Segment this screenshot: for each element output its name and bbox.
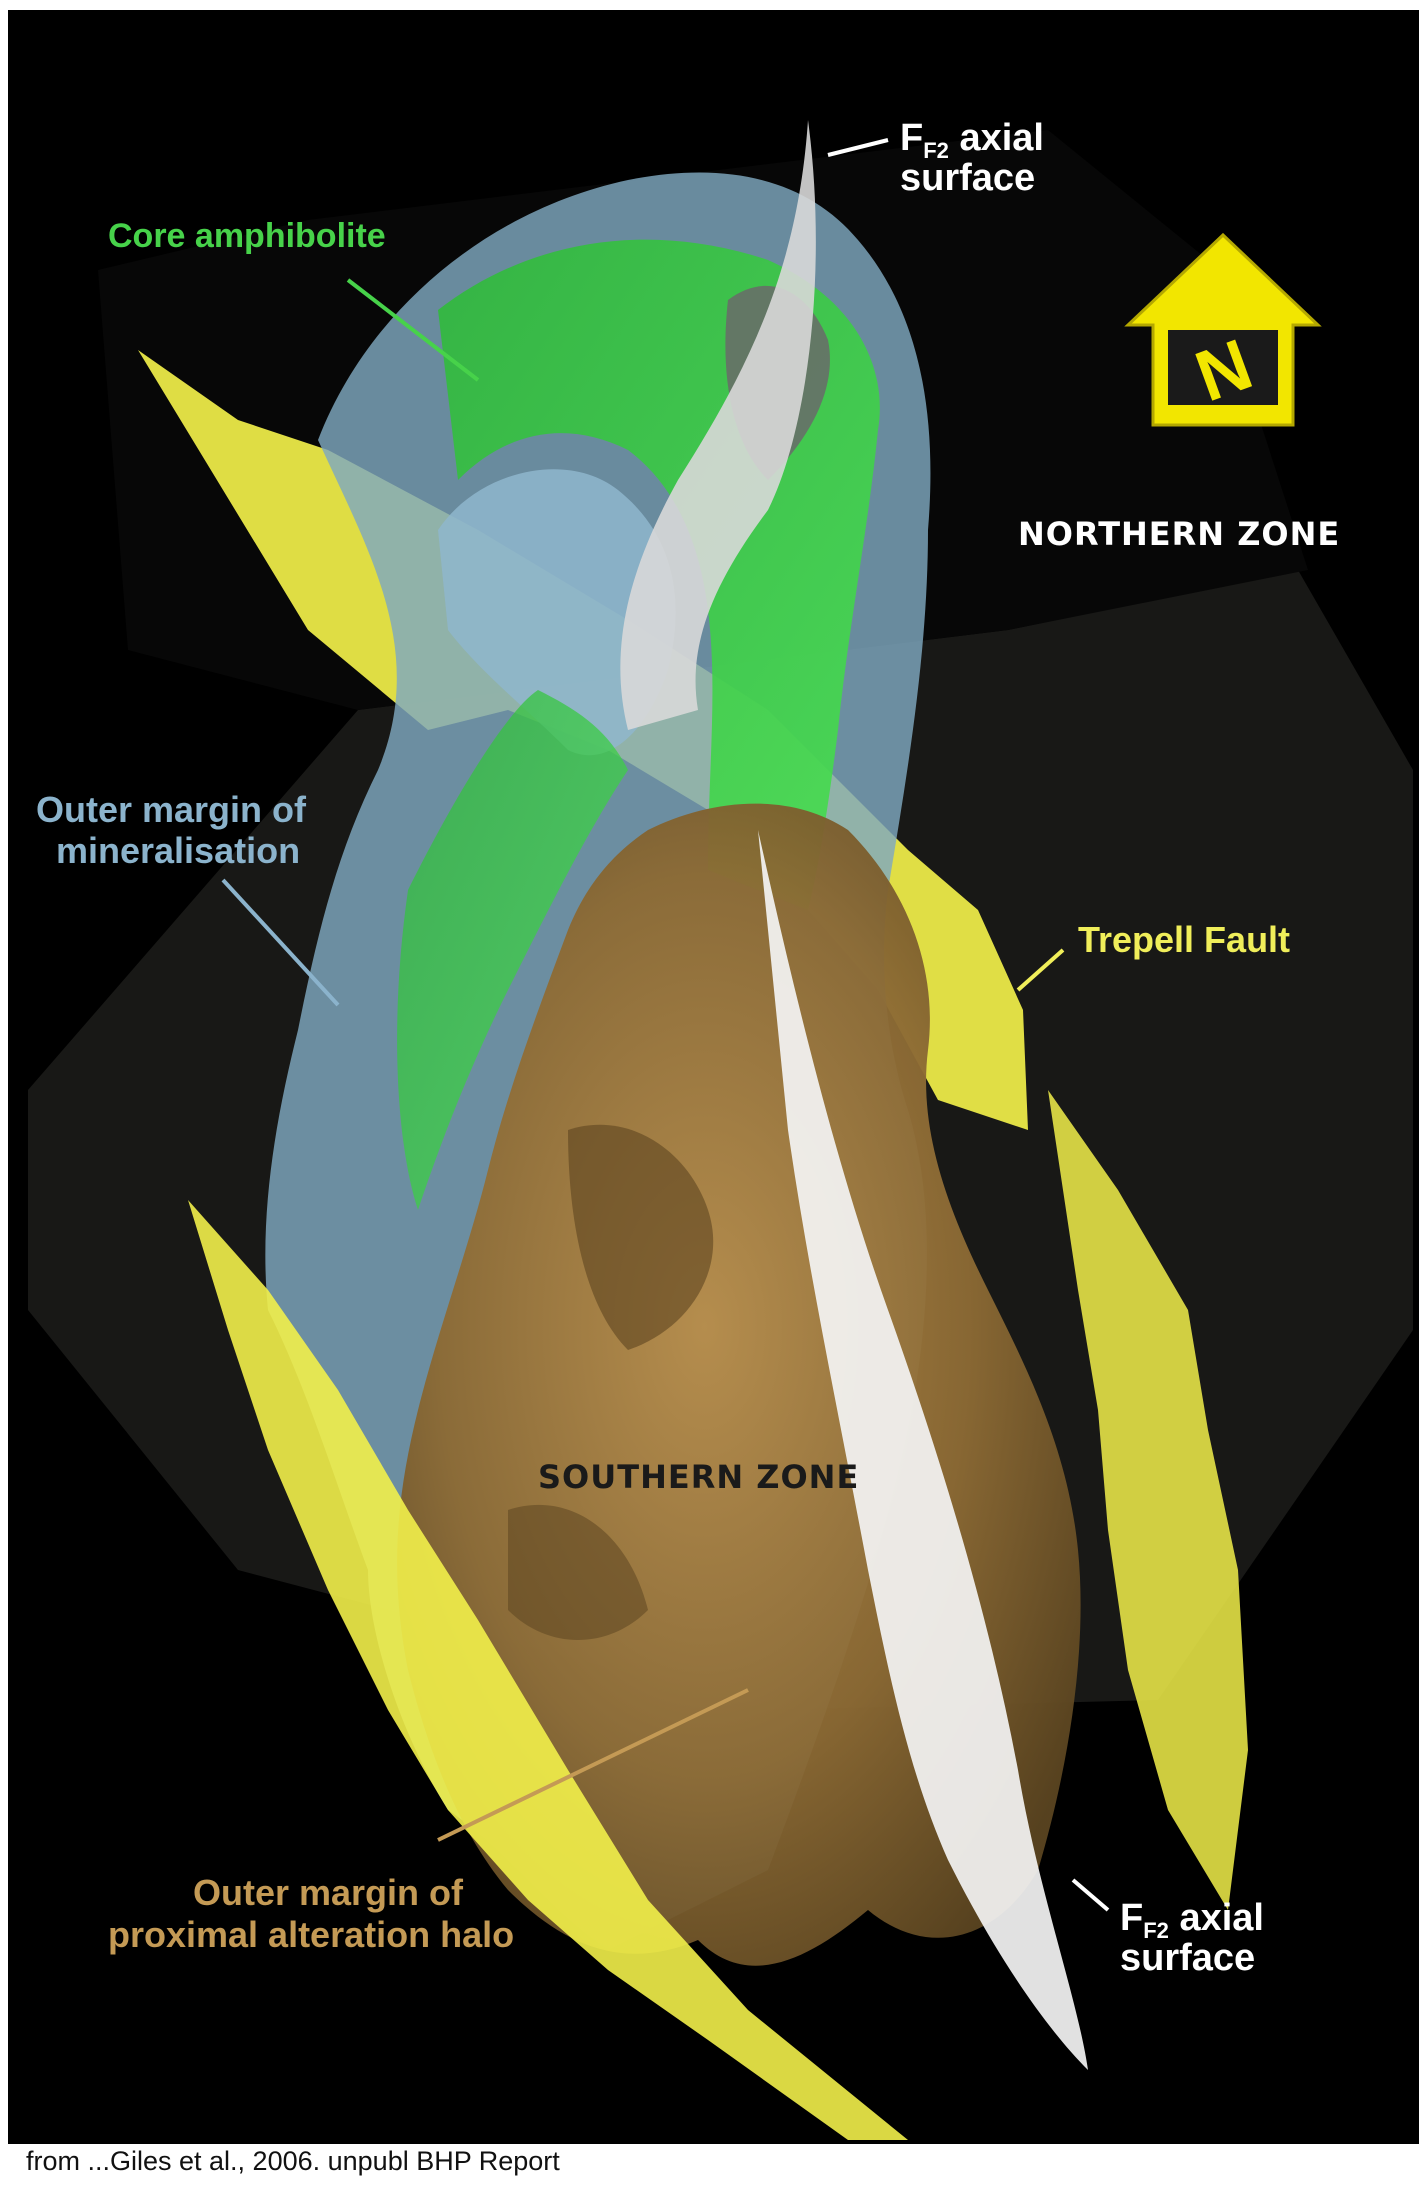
label-axial-bottom-line2: surface — [1120, 1937, 1255, 1979]
leader-axial-bottom — [1073, 1880, 1108, 1910]
label-trepell-fault: Trepell Fault — [1078, 919, 1290, 960]
label-axial-top-line2: surface — [900, 157, 1035, 199]
model-svg: N FF2 axial surface Core amphibolite NOR… — [8, 10, 1419, 2144]
source-credit: from ...Giles et al., 2006. unpubl BHP R… — [26, 2146, 560, 2177]
label-alteration-line2: proximal alteration halo — [108, 1914, 514, 1955]
label-core-amphibolite: Core amphibolite — [108, 217, 386, 255]
label-northern-zone: NORTHERN ZONE — [1018, 515, 1340, 553]
label-alteration-line1: Outer margin of — [193, 1872, 464, 1913]
label-mineralisation-line2: mineralisation — [56, 830, 300, 871]
geology-3d-model: N FF2 axial surface Core amphibolite NOR… — [8, 10, 1419, 2144]
label-southern-zone: SOUTHERN ZONE — [538, 1458, 859, 1496]
label-mineralisation-line1: Outer margin of — [36, 789, 307, 830]
